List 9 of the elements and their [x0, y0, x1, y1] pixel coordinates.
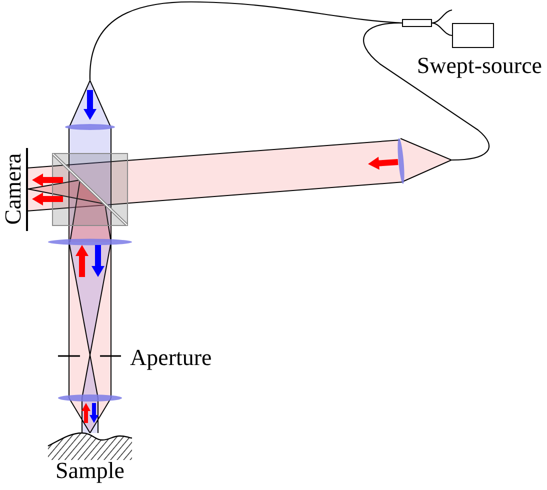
camera-label: Camera: [2, 153, 24, 225]
optical-fiber: [363, 22, 490, 161]
sample-label: Sample: [56, 459, 124, 482]
aperture-label: Aperture: [130, 346, 212, 369]
fiber-output-cone: [69, 80, 111, 127]
fiber-coupler: [402, 19, 432, 27]
fiber-output-cone: [400, 138, 452, 182]
optical-fiber: [432, 22, 452, 36]
source-label: Swept-source: [416, 54, 542, 77]
